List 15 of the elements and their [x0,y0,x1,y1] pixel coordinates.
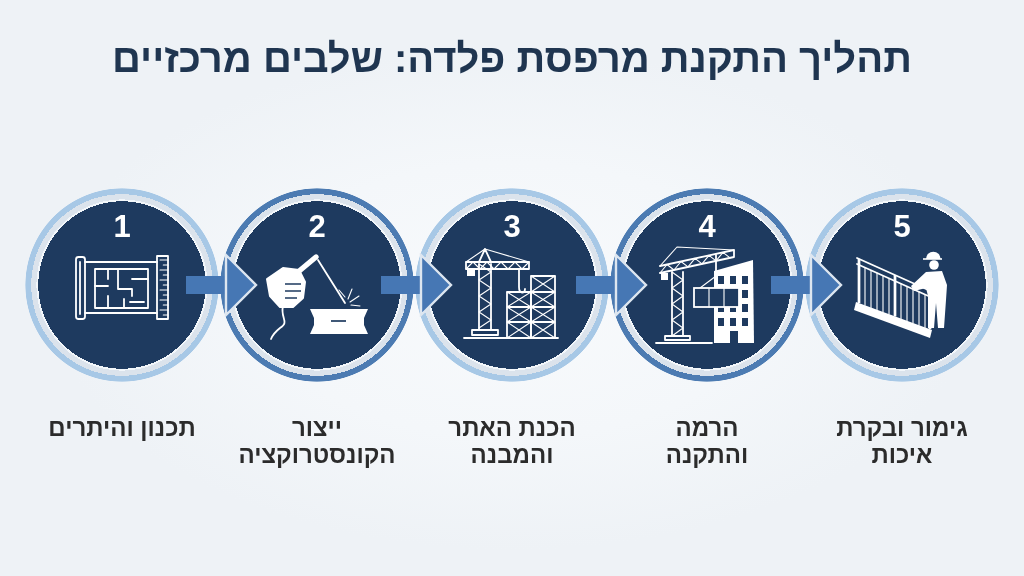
arrow [771,253,843,317]
step-label: תכנון והיתרים [47,414,197,441]
step-label: גימור ובקרת איכות [835,414,969,468]
step-label: הרמה והתקנה [664,414,750,468]
step-number: 1 [113,211,131,242]
step-number: 2 [308,211,326,242]
step-label: ייצור הקונסטרוקציה [237,414,397,468]
arrow [381,253,453,317]
arrow [576,253,648,317]
step-number: 3 [503,211,521,242]
step-label: הכנת האתר והמבנה [447,414,577,468]
title: תהליך התקנת מרפסת פלדה: שלבים מרכזיים [112,35,912,81]
step-number: 4 [698,211,716,242]
step-number: 5 [893,211,911,242]
arrow [186,253,258,317]
